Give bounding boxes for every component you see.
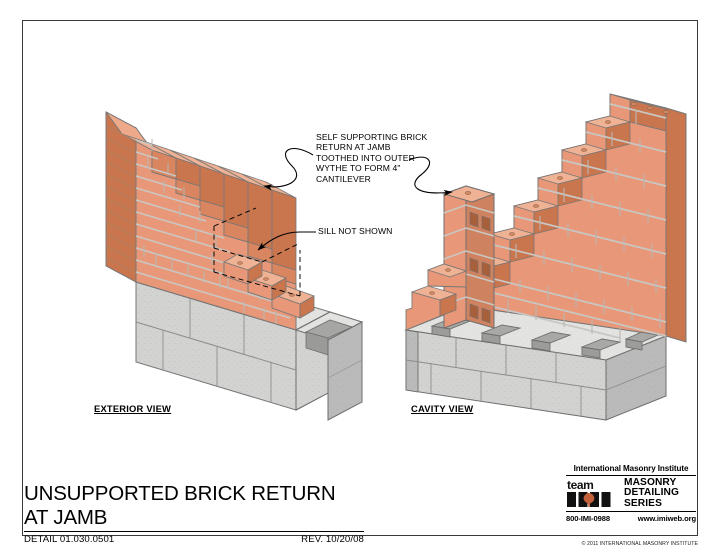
series-title: MASONRY DETAILING SERIES — [624, 476, 680, 510]
imi-logo-block: International Masonry Institute team MAS… — [566, 464, 696, 523]
team-logo-mark: team — [566, 478, 620, 508]
title-block-subline: DETAIL 01.030.0501 REV. 10/20/08 — [24, 532, 364, 545]
logo-contact-row: 800-IMI-0988 www.imiweb.org — [566, 512, 696, 523]
team-wordmark-icon: team — [567, 478, 611, 508]
website-url[interactable]: www.imiweb.org — [637, 513, 696, 523]
series-line-2: DETAILING — [624, 487, 680, 499]
detail-number: DETAIL 01.030.0501 — [24, 534, 115, 545]
sheet-border — [22, 20, 698, 536]
organization-name: International Masonry Institute — [566, 464, 696, 476]
callout-self-supporting-brick: SELF SUPPORTING BRICK RETURN AT JAMB TOO… — [316, 132, 428, 184]
phone-number: 800-IMI-0988 — [566, 513, 610, 523]
svg-text:team: team — [567, 478, 593, 492]
copyright-notice: © 2011 INTERNATIONAL MASONRY INSTITUTE — [581, 541, 698, 547]
title-block: UNSUPPORTED BRICK RETURN AT JAMB DETAIL … — [24, 482, 364, 545]
logo-middle-row: team MASONRY DETAILING SERIES — [566, 476, 696, 513]
callout-sill-not-shown: SILL NOT SHOWN — [318, 226, 393, 236]
series-line-1: MASONRY — [624, 476, 677, 488]
series-line-3: SERIES — [624, 497, 662, 509]
revision-date: REV. 10/20/08 — [301, 534, 364, 545]
page-title: UNSUPPORTED BRICK RETURN AT JAMB — [24, 482, 364, 532]
exterior-view-label: EXTERIOR VIEW — [94, 403, 172, 414]
cavity-view-label: CAVITY VIEW — [411, 403, 474, 414]
